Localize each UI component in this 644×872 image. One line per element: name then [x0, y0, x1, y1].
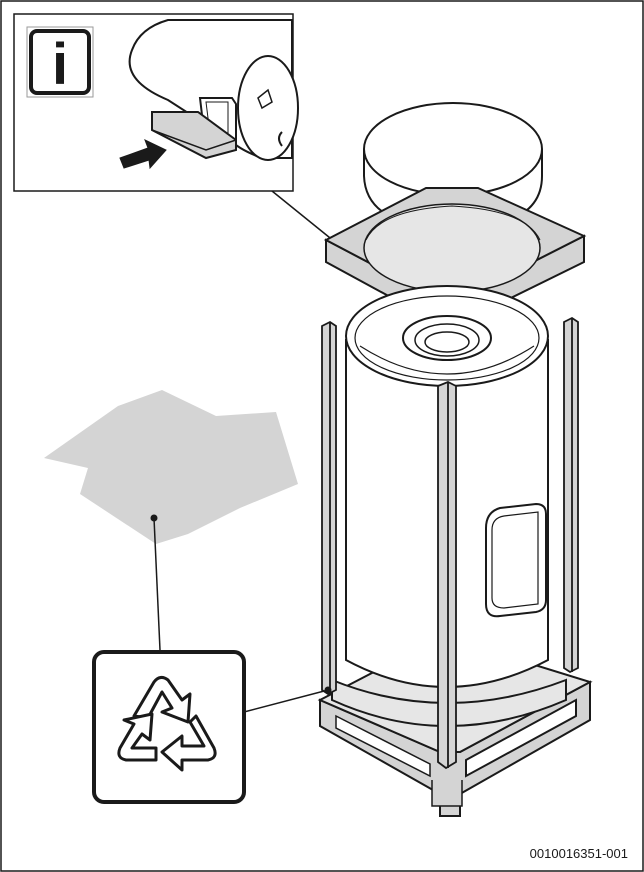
leader-film: [153, 517, 161, 651]
leader-dot-pallet: [324, 686, 332, 694]
recycle-icon: [117, 675, 217, 772]
recycle-symbol: [92, 650, 246, 804]
info-letter: i: [52, 32, 68, 97]
tank-closeup: [128, 19, 299, 161]
leader-inset: [271, 190, 341, 247]
detail-inset: i: [13, 13, 299, 192]
corner-posts: [321, 316, 579, 770]
leader-pallet: [243, 689, 329, 713]
slide-plate-edge: [151, 129, 237, 151]
arrow-right-icon: [119, 139, 167, 170]
info-symbol: i: [26, 26, 94, 98]
plastic-film: [44, 390, 298, 544]
document-code: 0010016351-001: [529, 846, 628, 861]
